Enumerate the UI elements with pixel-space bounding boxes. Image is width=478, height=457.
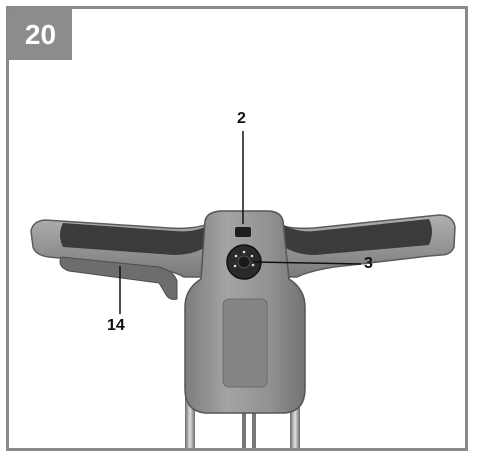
switch — [235, 227, 251, 237]
dial-mark-1 — [234, 254, 238, 258]
leader-line-3 — [253, 261, 362, 265]
front-panel — [222, 298, 268, 388]
callout-2: 2 — [237, 110, 246, 127]
dial-mark-3 — [250, 254, 254, 258]
left-grip — [60, 223, 213, 255]
dial-mark-4 — [251, 263, 255, 267]
dial-mark-2 — [242, 250, 246, 254]
callout-3: 3 — [364, 255, 373, 272]
center-rod-left — [242, 409, 246, 448]
dial-mark-5 — [233, 264, 237, 268]
dial-center — [237, 255, 251, 269]
center-rod-right — [252, 409, 256, 448]
right-grip — [277, 219, 432, 255]
handle-illustration — [30, 131, 456, 448]
lever — [59, 256, 178, 300]
figure-number-badge: 20 — [9, 9, 72, 60]
figure-frame: 20 2 3 14 — [6, 6, 468, 451]
callout-14: 14 — [107, 317, 125, 334]
